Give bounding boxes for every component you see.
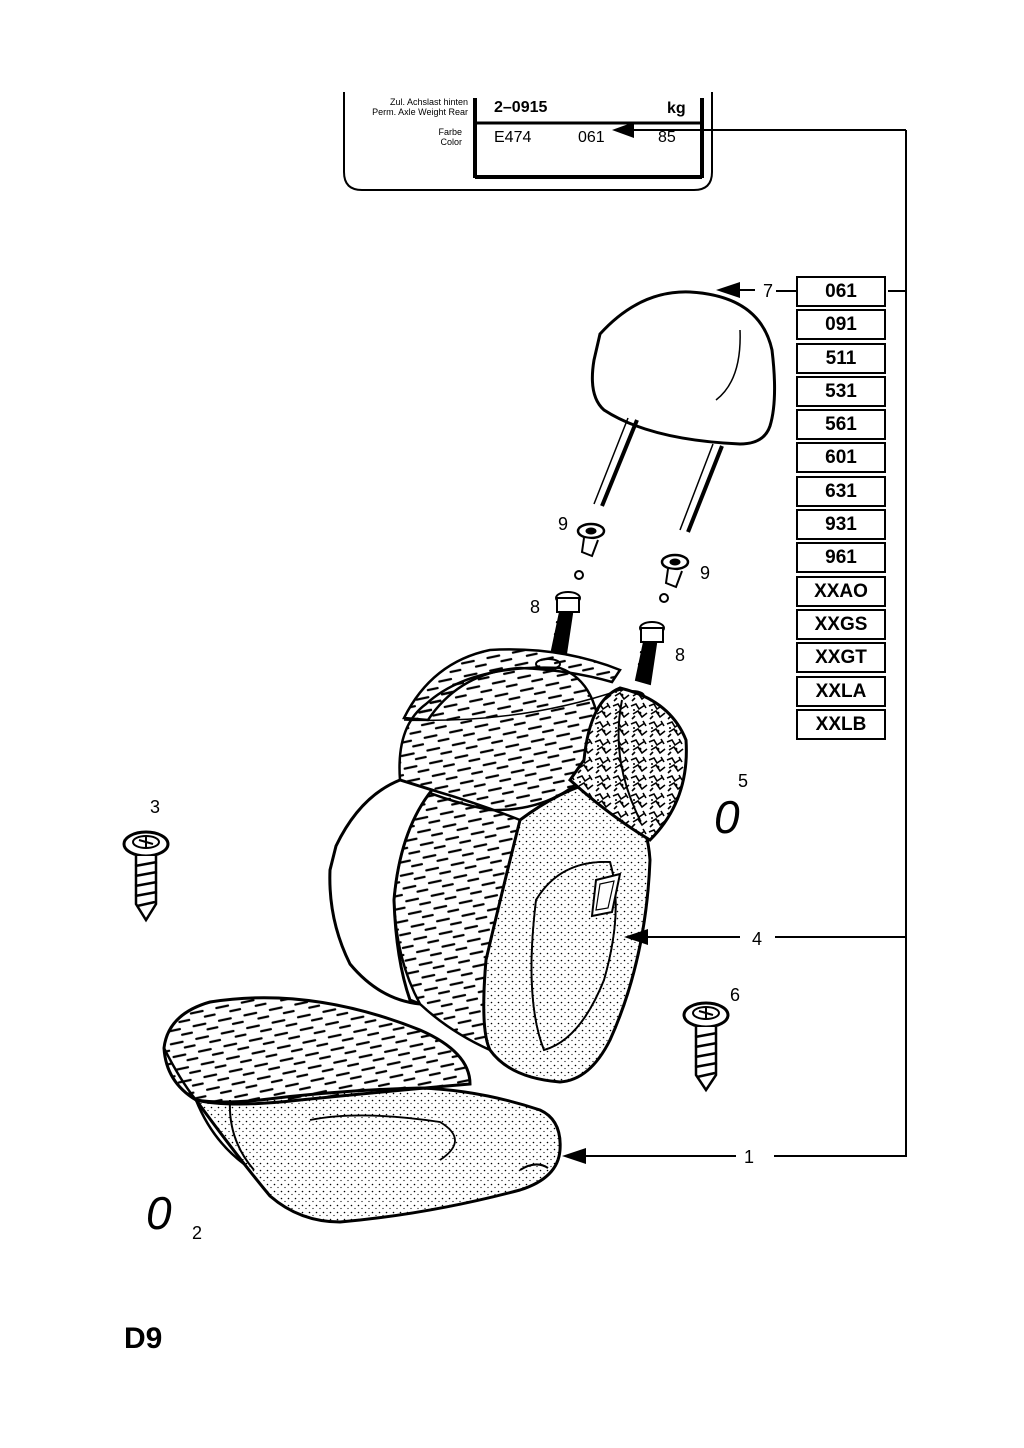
callout-8-left: 8 bbox=[530, 597, 541, 617]
seal-ring-5: 0 bbox=[714, 791, 740, 843]
color-code-item: XXGT bbox=[796, 642, 886, 674]
color-label-en: Color bbox=[440, 137, 462, 147]
axle-weight-label-en: Perm. Axle Weight Rear bbox=[372, 107, 468, 117]
color-code-item: 961 bbox=[796, 542, 886, 574]
color-code-trim: 061 bbox=[578, 129, 605, 146]
head-restraint bbox=[590, 290, 777, 533]
axle-weight-unit: kg bbox=[667, 100, 686, 117]
color-code-item: XXGS bbox=[796, 608, 886, 640]
color-code-item: 631 bbox=[796, 475, 886, 507]
guide-sleeve-right bbox=[659, 553, 690, 603]
color-label-de: Farbe bbox=[438, 127, 462, 137]
callout-7: 7 bbox=[763, 281, 774, 301]
callout-5: 5 bbox=[738, 771, 749, 791]
callout-8-right: 8 bbox=[675, 645, 686, 665]
color-code-item: 931 bbox=[796, 509, 886, 541]
color-code-list: 061 091 511 531 561 601 631 931 961 XXAO… bbox=[796, 276, 886, 742]
color-code-item: 061 bbox=[796, 276, 886, 307]
color-code-paint: E474 bbox=[494, 129, 532, 146]
color-code-item: 511 bbox=[796, 342, 886, 374]
backrest bbox=[328, 648, 688, 1084]
callout-4: 4 bbox=[752, 929, 763, 949]
seat-cushion bbox=[162, 996, 562, 1224]
guide-sleeve-left bbox=[574, 522, 606, 580]
seal-ring-2: 0 bbox=[146, 1187, 172, 1239]
callout-1: 1 bbox=[744, 1147, 755, 1167]
callout-6: 6 bbox=[730, 985, 741, 1005]
color-code-item: 561 bbox=[796, 409, 886, 441]
callout-3: 3 bbox=[150, 797, 161, 817]
callout-9-left: 9 bbox=[558, 514, 569, 534]
color-code-item: 601 bbox=[796, 442, 886, 474]
color-code-item: XXLB bbox=[796, 708, 886, 740]
leader-lines bbox=[570, 129, 907, 1157]
callout-2: 2 bbox=[192, 1223, 203, 1243]
callout-9-right: 9 bbox=[700, 563, 711, 583]
color-code-extra: 85 bbox=[658, 129, 676, 146]
axle-weight-value: 2–0915 bbox=[494, 99, 548, 116]
axle-weight-label-de: Zul. Achslast hinten bbox=[389, 97, 468, 107]
sheet-id: D9 bbox=[124, 1322, 163, 1355]
screw-6 bbox=[682, 1001, 730, 1093]
color-code-item: 531 bbox=[796, 375, 886, 407]
color-code-item: 091 bbox=[796, 309, 886, 341]
color-code-item: XXLA bbox=[796, 675, 886, 707]
color-code-item: XXAO bbox=[796, 575, 886, 607]
vehicle-id-plate bbox=[343, 92, 713, 191]
screw-3 bbox=[122, 830, 170, 923]
